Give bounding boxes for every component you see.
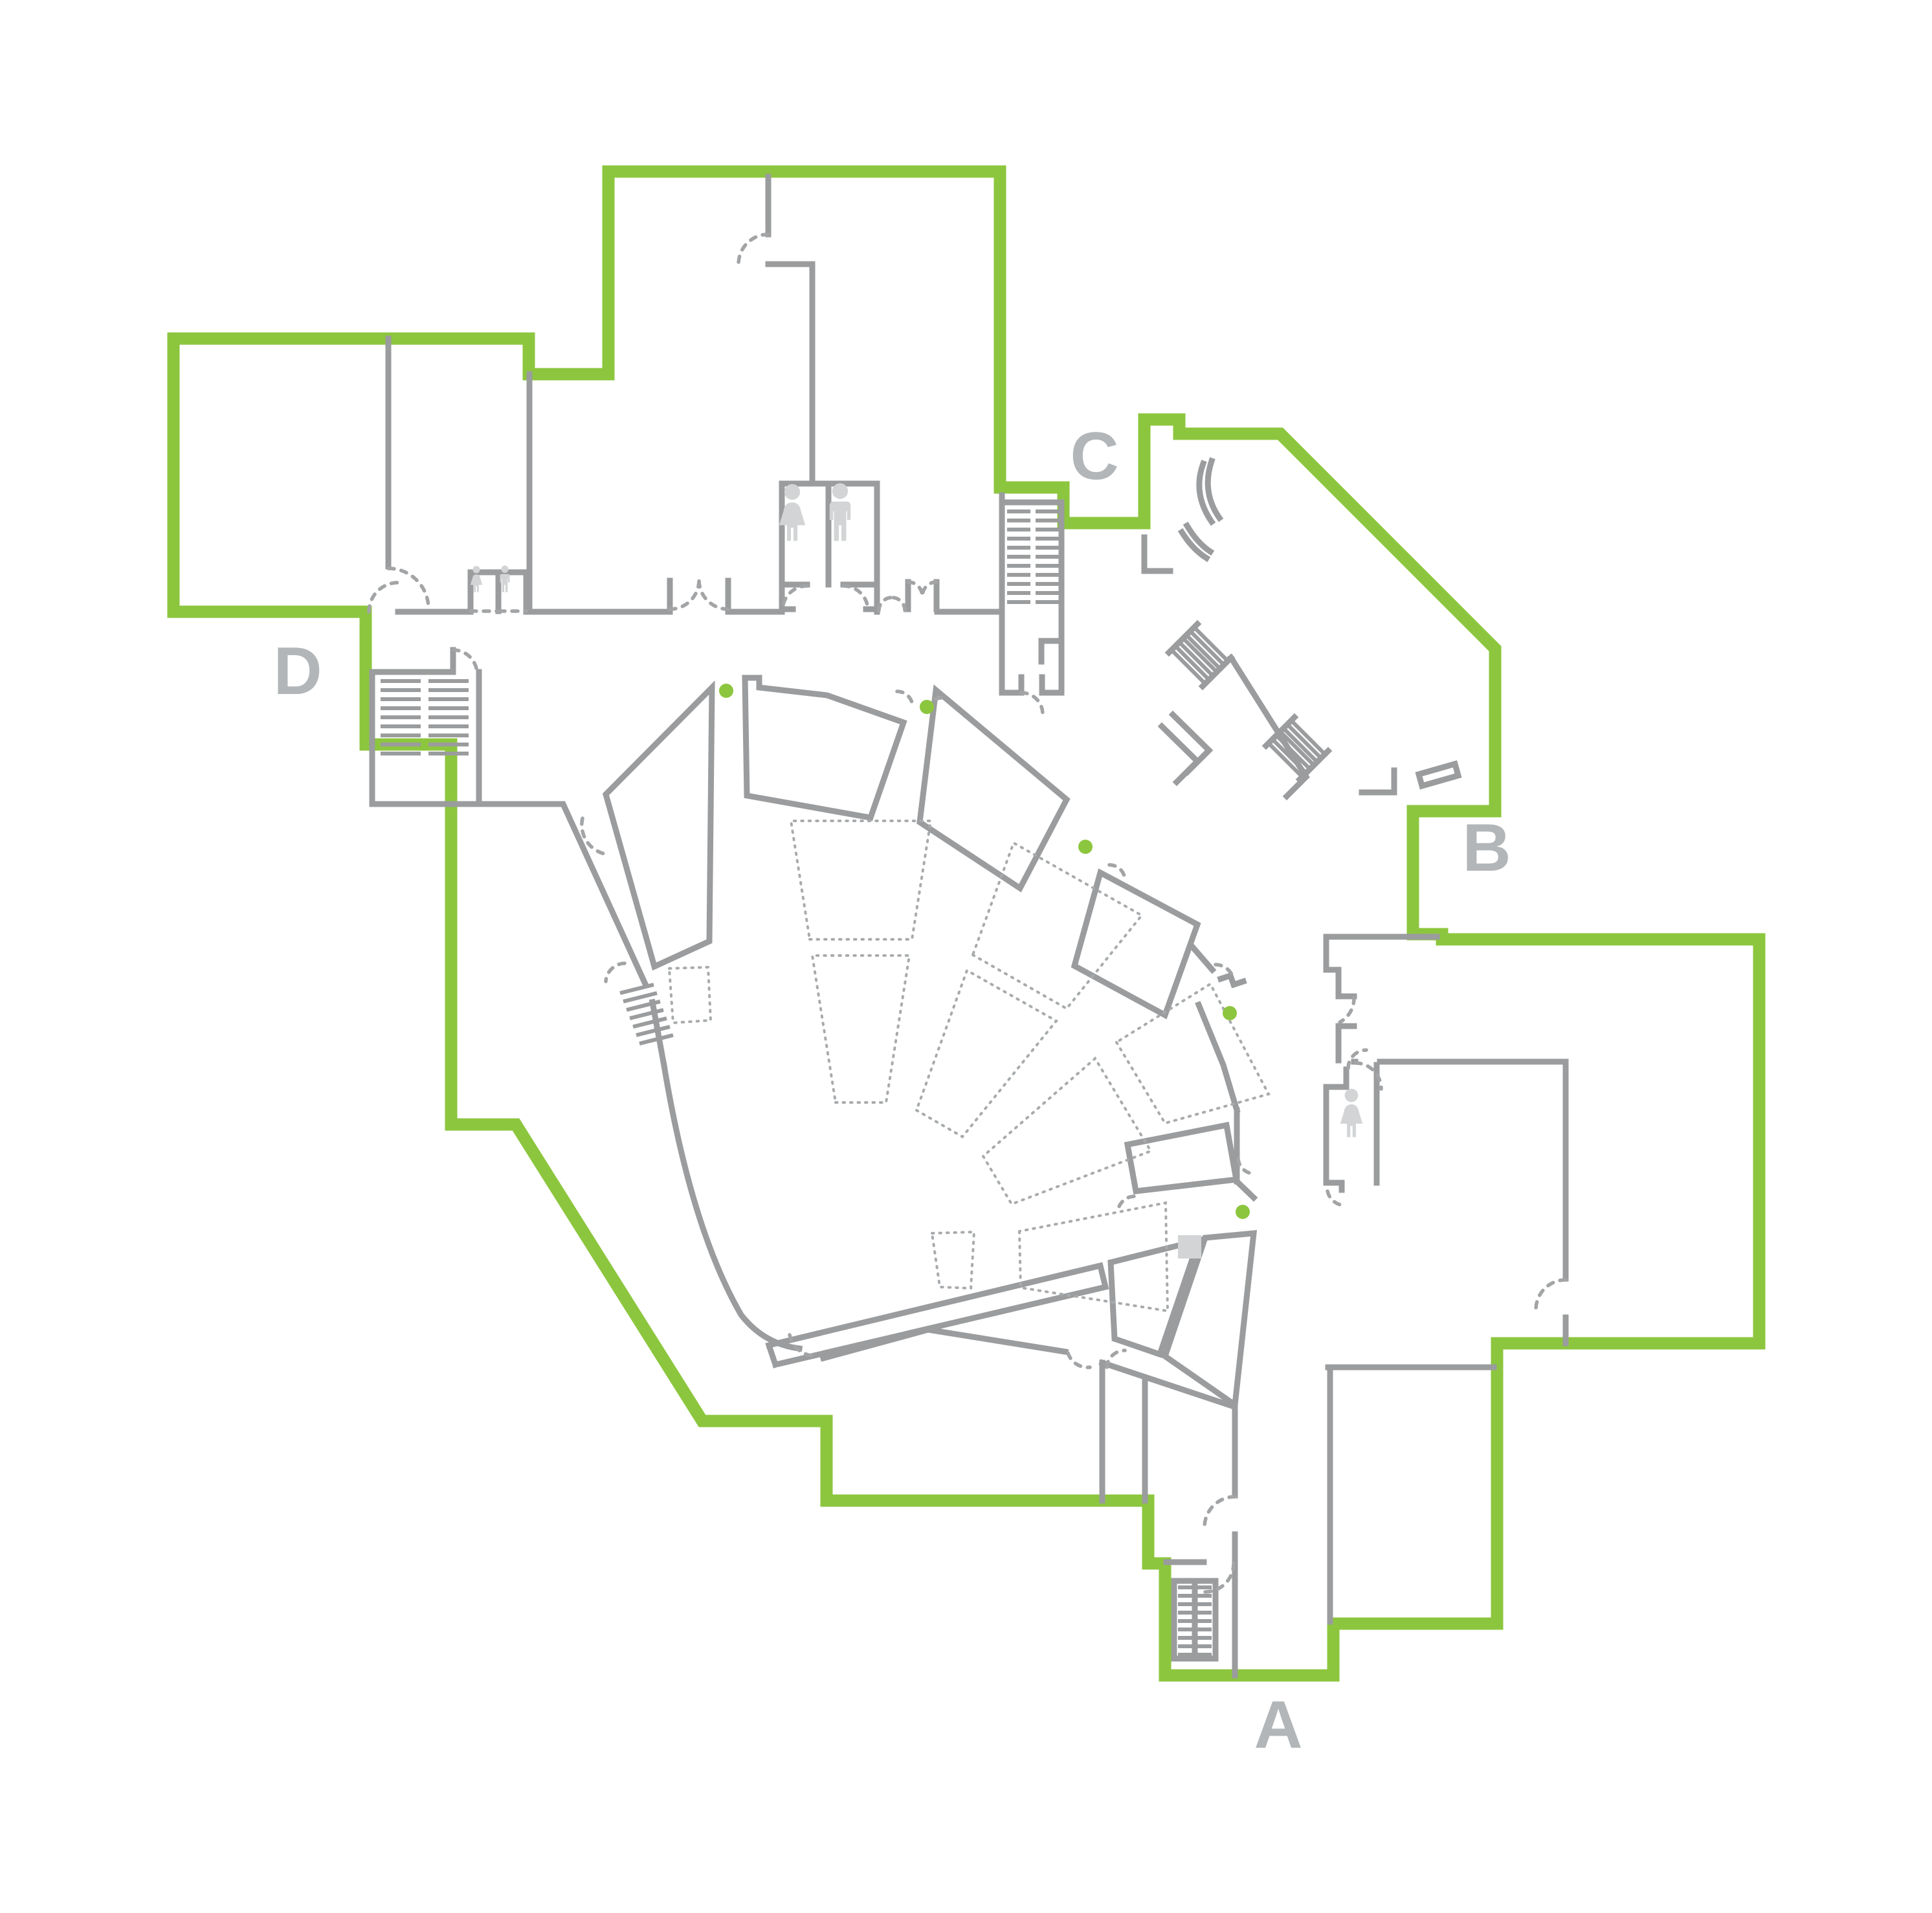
- c-hook-wall: [1038, 638, 1060, 665]
- balcony-wedge-3: [916, 684, 1071, 893]
- entrance-label-a: A: [1254, 1688, 1302, 1763]
- door-swing-icon: [737, 232, 770, 266]
- entrance-labels: A B C D: [273, 419, 1511, 1763]
- seating-section: [930, 1230, 976, 1290]
- stairs-icon: [381, 679, 469, 755]
- b-bench: [1415, 760, 1462, 790]
- door-swing-icon: [1203, 1495, 1237, 1529]
- c-curved-wall-long: [1196, 457, 1224, 526]
- door-swing-icon: [906, 580, 938, 598]
- door-swing-icon: [1105, 1348, 1127, 1369]
- seating-section: [789, 820, 933, 941]
- entry-dot: [1078, 840, 1093, 854]
- door-swing-icon: [668, 579, 730, 611]
- entrance-label-c: C: [1070, 419, 1118, 494]
- c-l-wall: [1141, 534, 1173, 574]
- stage-triangle-2: [1161, 1230, 1258, 1411]
- building-outline: [167, 165, 1766, 1682]
- stairs-icon: [1170, 625, 1230, 686]
- seating-section: [1115, 982, 1271, 1125]
- door-swing-icon: [580, 816, 611, 856]
- door-swing-icon: [1107, 863, 1127, 881]
- b-room-walls: [1323, 934, 1569, 1065]
- perimeter-path: [167, 165, 1766, 1682]
- entry-dots: [719, 684, 1250, 1219]
- door-swing-icon: [1203, 1561, 1236, 1594]
- door-swings: [367, 232, 1568, 1594]
- balcony-wedge-4: [1071, 868, 1201, 1020]
- door-swing-icon: [1346, 1048, 1368, 1070]
- door-swing-icon: [1353, 1061, 1383, 1091]
- balcony-wedge-2: [742, 675, 907, 822]
- auditorium-south-wall: [924, 1326, 1238, 1411]
- b-restroom-closet: [1323, 1062, 1380, 1193]
- restroom-man-icon: [500, 565, 510, 592]
- stair-treads: [381, 509, 1327, 1657]
- a-stair-box: [1171, 1578, 1219, 1662]
- seating-section: [667, 965, 713, 1025]
- entry-dot: [920, 700, 934, 714]
- door-swing-icon: [1534, 1278, 1568, 1312]
- balcony-wedge-5: [1124, 1121, 1240, 1194]
- restroom-woman-icon: [1340, 1088, 1363, 1137]
- a-corridor-east-wall: [1325, 1364, 1497, 1625]
- pictograms: [470, 483, 1363, 1259]
- seating-section: [971, 841, 1144, 1011]
- seating-section: [1017, 1201, 1170, 1313]
- stage-block-icon: [1178, 1235, 1201, 1259]
- balcony-wedge-1: [602, 680, 715, 971]
- restroom-block: [779, 480, 880, 615]
- door-swing-icon: [1338, 996, 1356, 1024]
- door-swing-icon: [1236, 1157, 1256, 1176]
- entrance-label-d: D: [273, 634, 322, 709]
- entry-dot: [1236, 1205, 1250, 1219]
- door-swing-icon: [1019, 691, 1045, 716]
- corridor-north-wall: [395, 577, 1003, 615]
- topmiddle-door-wall: [765, 173, 816, 487]
- bottom-room-dividers: [1099, 1359, 1148, 1504]
- door-swing-icon: [1066, 1351, 1092, 1369]
- family-restroom-closets: [467, 569, 529, 614]
- stairs-icon: [1178, 1585, 1212, 1657]
- c-stair-block: [999, 492, 1065, 696]
- door-swing-icon: [604, 961, 627, 983]
- b-hook-wall: [1359, 767, 1397, 796]
- restroom-man-icon: [829, 483, 851, 541]
- door-swing-icon: [781, 584, 870, 612]
- door-swing-icon: [1326, 1189, 1348, 1207]
- door-swing-icon: [367, 581, 400, 614]
- door-swing-icon: [788, 1333, 820, 1358]
- stairs-icon: [1007, 509, 1059, 604]
- interior-walls: [369, 173, 1569, 1679]
- door-swing-icon: [895, 689, 915, 708]
- stairs-icon: [1267, 719, 1327, 779]
- door-swing-icon: [386, 566, 430, 610]
- door-swing-icon: [1116, 1194, 1136, 1214]
- entry-dot: [1223, 1006, 1237, 1020]
- seating-sections: [667, 820, 1271, 1313]
- seating-section: [810, 954, 911, 1104]
- walkway-strip: [765, 1262, 1109, 1369]
- aisle-4-wall: [1186, 941, 1247, 989]
- entrance-label-b: B: [1462, 811, 1511, 886]
- stage-triangle-1: [1107, 1236, 1203, 1358]
- door-swing-icon: [451, 648, 479, 676]
- door-swing-icon: [1214, 963, 1236, 981]
- c-curved-wall-short: [1177, 521, 1215, 563]
- door-swing-icon: [877, 596, 907, 612]
- seating-section: [915, 968, 1059, 1139]
- d-stair-room: [369, 647, 482, 807]
- seating-section: [981, 1056, 1153, 1206]
- entry-dot: [719, 684, 733, 698]
- stairs-icon: [619, 983, 674, 1046]
